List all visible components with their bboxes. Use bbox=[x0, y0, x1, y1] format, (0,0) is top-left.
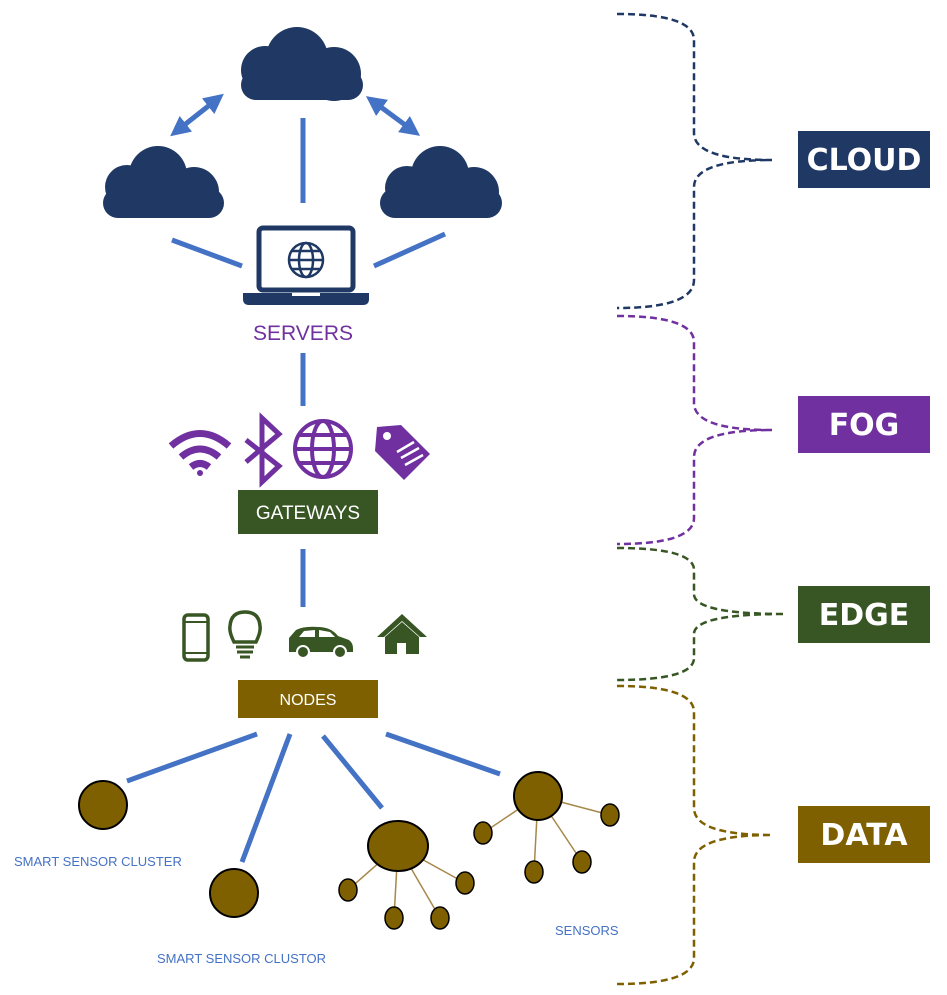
cloud-brace bbox=[616, 12, 773, 310]
sensor-cluster-node bbox=[209, 868, 259, 918]
laptop-globe-icon bbox=[243, 225, 369, 305]
tag-icon bbox=[375, 425, 430, 480]
bluetooth-icon bbox=[244, 412, 283, 488]
nodes-to-cluster-center-link bbox=[239, 733, 293, 863]
tier-box-edge bbox=[798, 586, 930, 643]
gateways-box bbox=[238, 490, 378, 534]
sensor-cluster-node bbox=[78, 780, 128, 830]
tier-label-data: DATA bbox=[820, 818, 908, 853]
sensor-group bbox=[338, 820, 475, 930]
sensor-node bbox=[384, 906, 404, 930]
cloud-icon bbox=[380, 146, 502, 218]
top-left-double-arrow bbox=[170, 93, 224, 137]
sensor-node bbox=[455, 871, 475, 895]
data-tier-graphics: SMART SENSOR CLUSTER SMART SENSOR CLUSTO… bbox=[14, 731, 620, 966]
sensor-node bbox=[600, 803, 620, 827]
tier-braces bbox=[616, 12, 786, 986]
tier-box-fog bbox=[798, 396, 930, 453]
edge-brace bbox=[616, 546, 786, 682]
smartphone-icon bbox=[182, 613, 210, 662]
tier-box-cloud bbox=[798, 131, 930, 188]
sensor-hub-node bbox=[513, 771, 563, 821]
cloud-tier-graphics: SERVERS bbox=[103, 27, 502, 345]
sensor-node bbox=[473, 821, 493, 845]
tier-labels: CLOUD FOG EDGE DATA bbox=[798, 131, 930, 863]
nodes-box bbox=[238, 680, 378, 718]
fog-brace bbox=[616, 314, 773, 546]
house-icon bbox=[377, 614, 427, 654]
nodes-to-cluster-left-link bbox=[126, 731, 258, 784]
sensors-label: SENSORS bbox=[555, 923, 619, 938]
cloud-icon bbox=[103, 146, 224, 218]
nodes-label: NODES bbox=[280, 692, 337, 709]
tier-label-cloud: CLOUD bbox=[807, 143, 922, 178]
lightbulb-icon bbox=[228, 610, 262, 659]
sensor-hub-node bbox=[367, 820, 429, 872]
edge-tier-graphics: NODES bbox=[182, 549, 427, 718]
nodes-to-sensor-group-b-link bbox=[385, 731, 501, 777]
data-brace bbox=[616, 684, 773, 986]
sensor-node bbox=[338, 878, 358, 902]
globe-icon bbox=[293, 419, 353, 479]
cloud-icon bbox=[241, 27, 363, 101]
smart-sensor-cluster-label: SMART SENSOR CLUSTER bbox=[14, 854, 182, 869]
tier-label-edge: EDGE bbox=[819, 598, 910, 633]
servers-label: SERVERS bbox=[253, 322, 353, 345]
tier-box-data bbox=[798, 806, 930, 863]
sensor-node bbox=[572, 850, 592, 874]
nodes-to-sensor-group-a-link bbox=[321, 734, 384, 810]
top-right-double-arrow bbox=[365, 96, 421, 136]
car-icon bbox=[289, 626, 353, 659]
sensor-node bbox=[524, 860, 544, 884]
fog-tier-graphics: GATEWAYS bbox=[168, 353, 430, 534]
wifi-icon bbox=[168, 430, 232, 476]
left-cloud-to-laptop-link bbox=[171, 237, 243, 269]
gateways-label: GATEWAYS bbox=[256, 503, 360, 524]
tier-label-fog: FOG bbox=[829, 408, 900, 443]
sensor-node bbox=[430, 906, 450, 930]
sensor-group bbox=[473, 771, 620, 884]
smart-sensor-clustor-label: SMART SENSOR CLUSTOR bbox=[157, 951, 326, 966]
right-cloud-to-laptop-link bbox=[372, 231, 447, 269]
